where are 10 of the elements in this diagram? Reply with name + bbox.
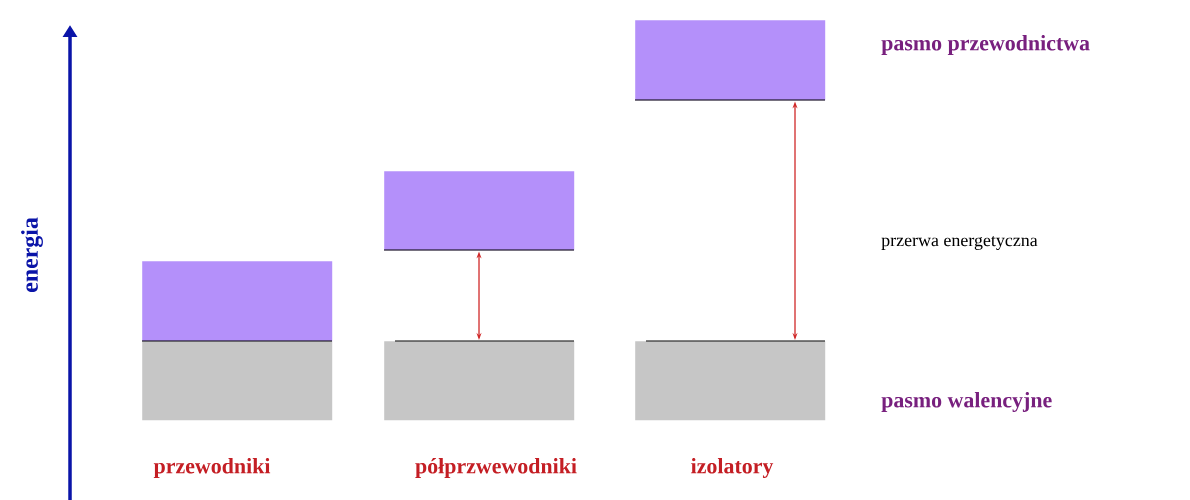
axis-label: energia	[21, 217, 43, 292]
valence-band	[635, 341, 826, 421]
material-label: półprzwewodniki	[415, 458, 577, 478]
conduction-band	[635, 20, 826, 101]
valence-band	[142, 341, 333, 421]
conduction-band	[142, 261, 333, 342]
gap-label: przerwa energetyczna	[881, 236, 1038, 250]
conduction-band	[384, 171, 575, 251]
material-label: izolatory	[691, 458, 774, 478]
valence-band	[384, 341, 575, 421]
